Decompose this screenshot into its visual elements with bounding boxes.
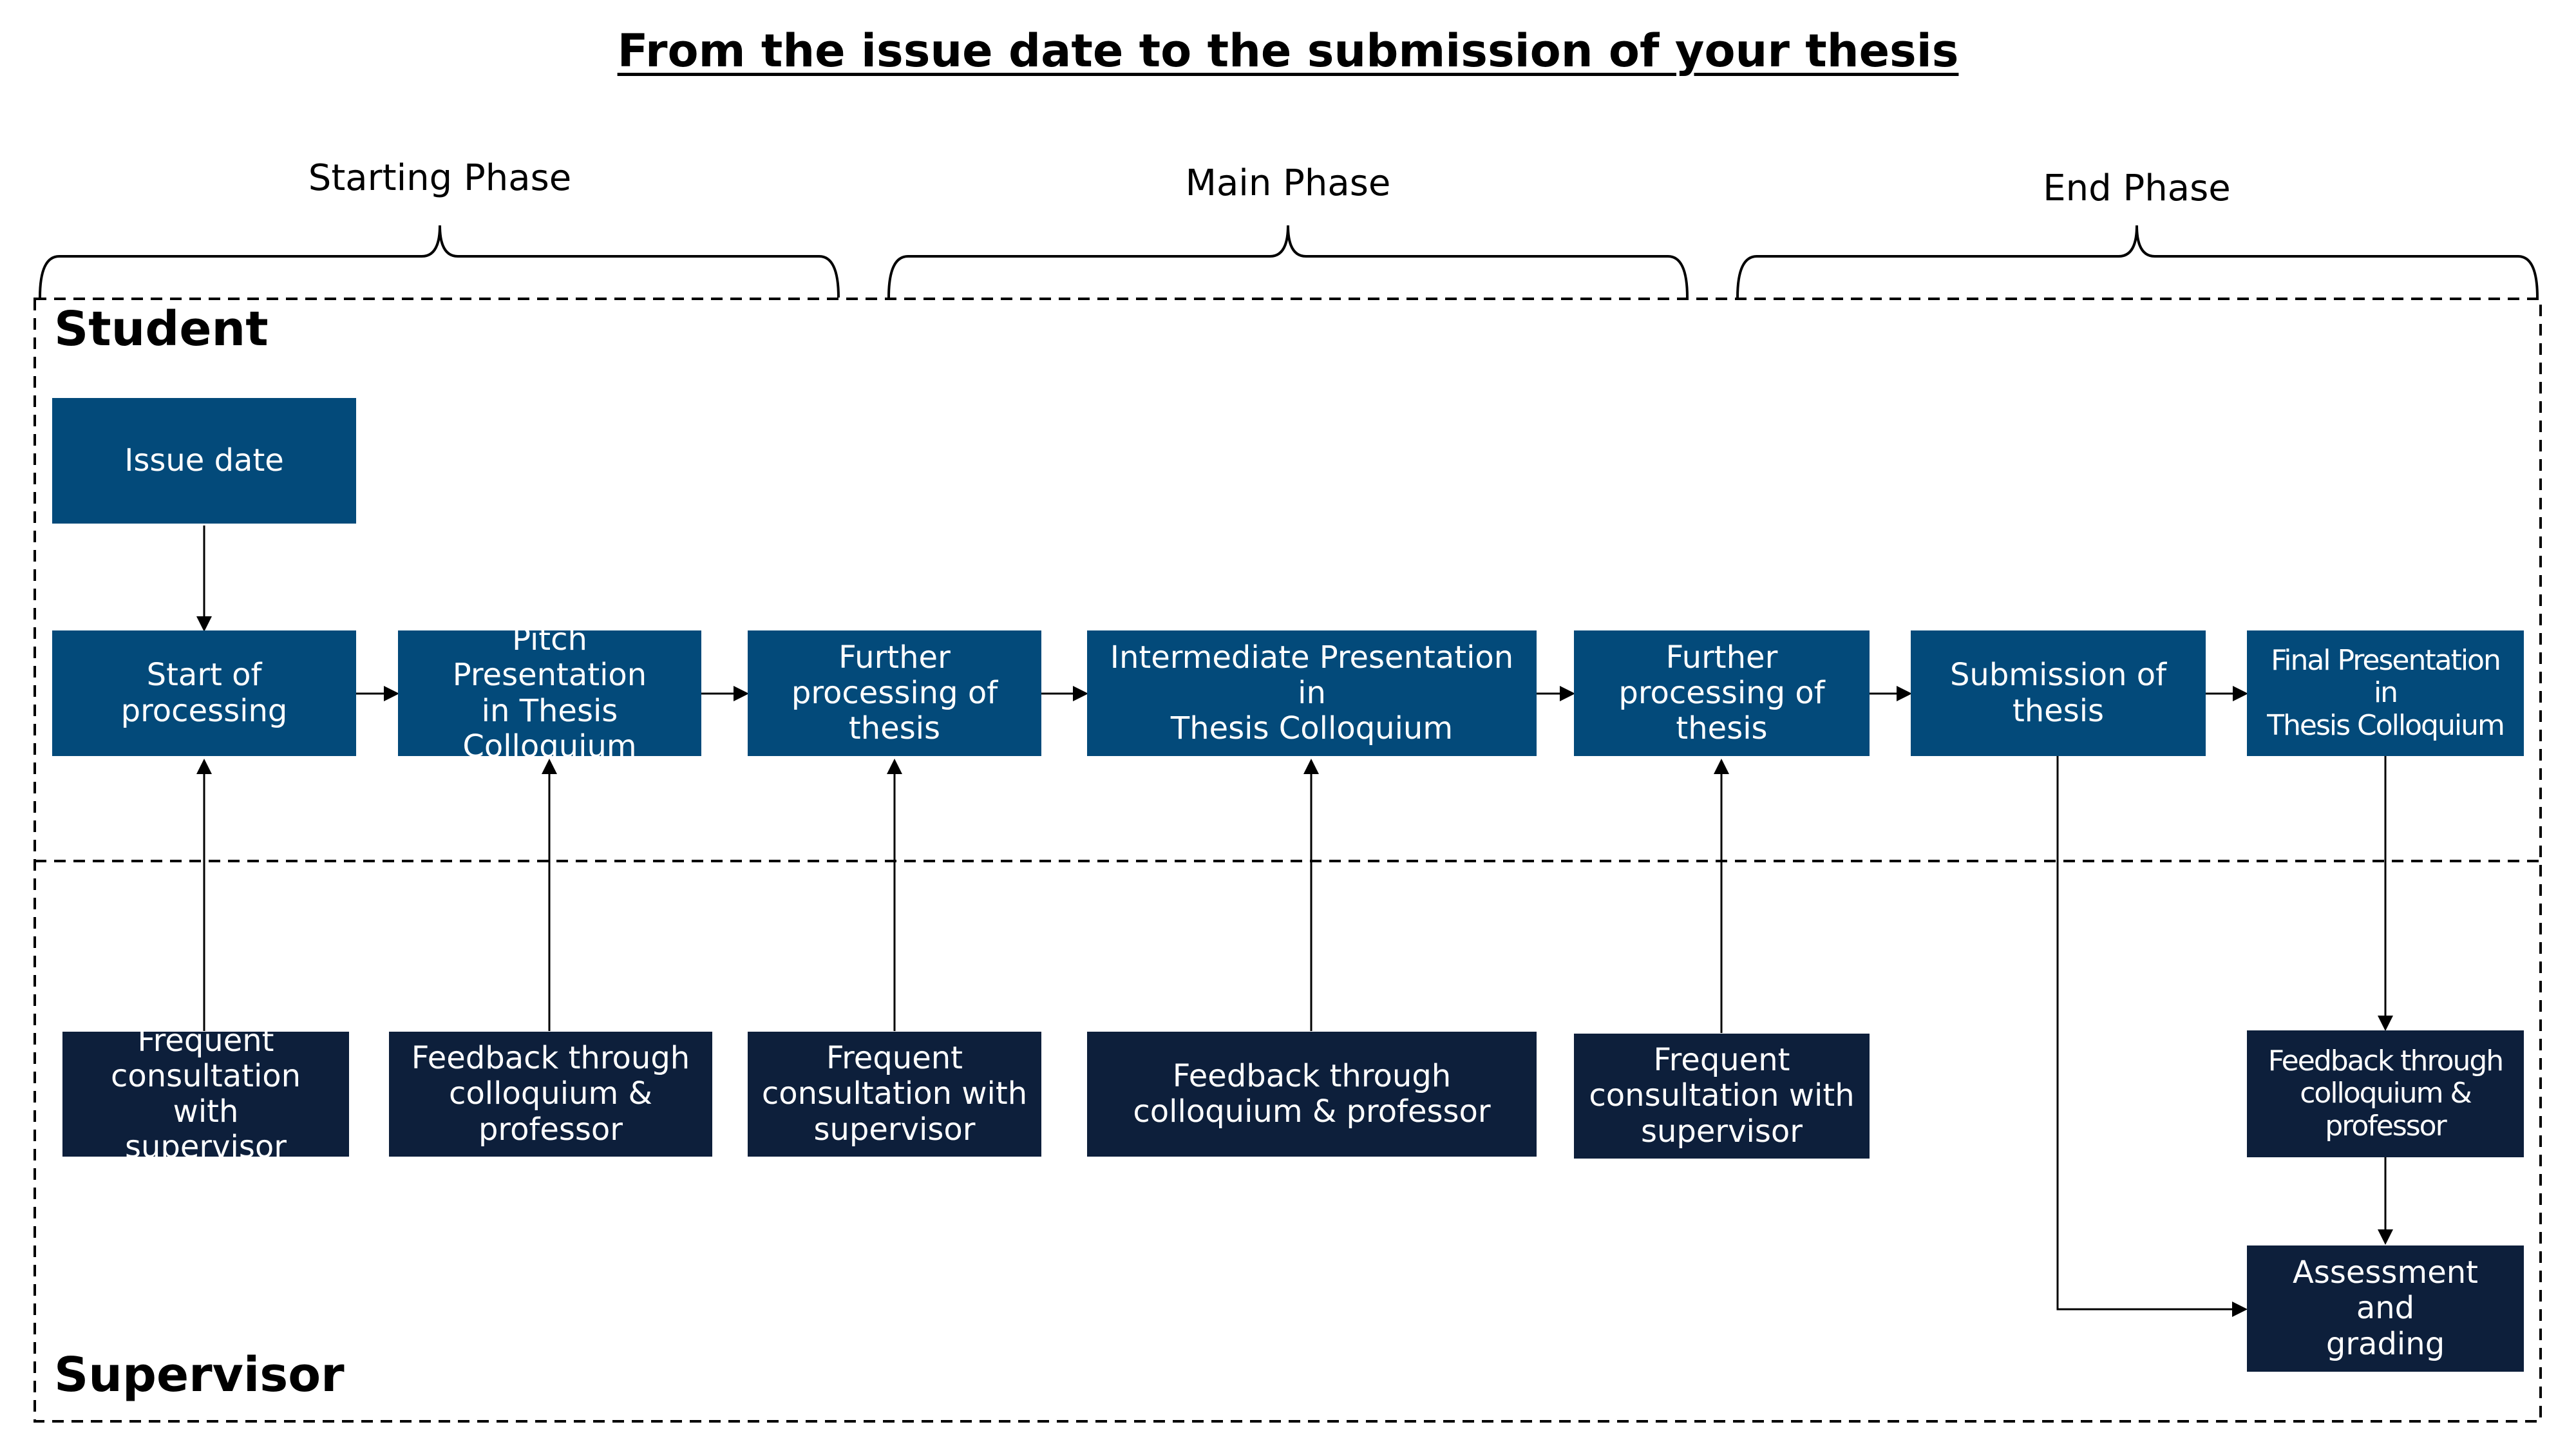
step-feedback-pitch: Feedback through colloquium & professor bbox=[389, 1032, 712, 1157]
phase-label-end: End Phase bbox=[2043, 167, 2231, 209]
phase-label-starting: Starting Phase bbox=[308, 157, 572, 199]
step-further-processing-2: Further processing of thesis bbox=[1574, 630, 1870, 756]
step-further-processing-1: Further processing of thesis bbox=[748, 630, 1041, 756]
diagram-title: From the issue date to the submission of… bbox=[617, 24, 1959, 77]
lane-label-supervisor: Supervisor bbox=[54, 1347, 345, 1403]
step-start-of-processing: Start of processing bbox=[52, 630, 356, 756]
step-intermediate-presentation: Intermediate Presentation in Thesis Coll… bbox=[1087, 630, 1537, 756]
step-feedback-final: Feedback through colloquium & professor bbox=[2247, 1030, 2524, 1157]
arrow-submission-to-assessment bbox=[2056, 755, 2248, 1317]
brace-starting-phase bbox=[39, 225, 840, 298]
step-final-presentation: Final Presentation in Thesis Colloquium bbox=[2247, 630, 2524, 756]
lane-label-student: Student bbox=[54, 301, 269, 357]
step-issue-date: Issue date bbox=[52, 398, 356, 524]
brace-main-phase bbox=[887, 225, 1689, 298]
step-consultation-2: Frequent consultation with supervisor bbox=[748, 1032, 1041, 1157]
step-feedback-intermediate: Feedback through colloquium & professor bbox=[1087, 1032, 1537, 1157]
step-pitch-presentation: Pitch Presentation in Thesis Colloquium bbox=[398, 622, 701, 764]
step-submission: Submission of thesis bbox=[1911, 630, 2206, 756]
step-consultation-3: Frequent consultation with supervisor bbox=[1574, 1034, 1870, 1159]
step-consultation-1: Frequent consultation with supervisor bbox=[62, 1023, 349, 1165]
step-assessment-grading: Assessment and grading bbox=[2247, 1245, 2524, 1372]
phase-label-main: Main Phase bbox=[1185, 162, 1391, 204]
brace-end-phase bbox=[1736, 225, 2539, 298]
